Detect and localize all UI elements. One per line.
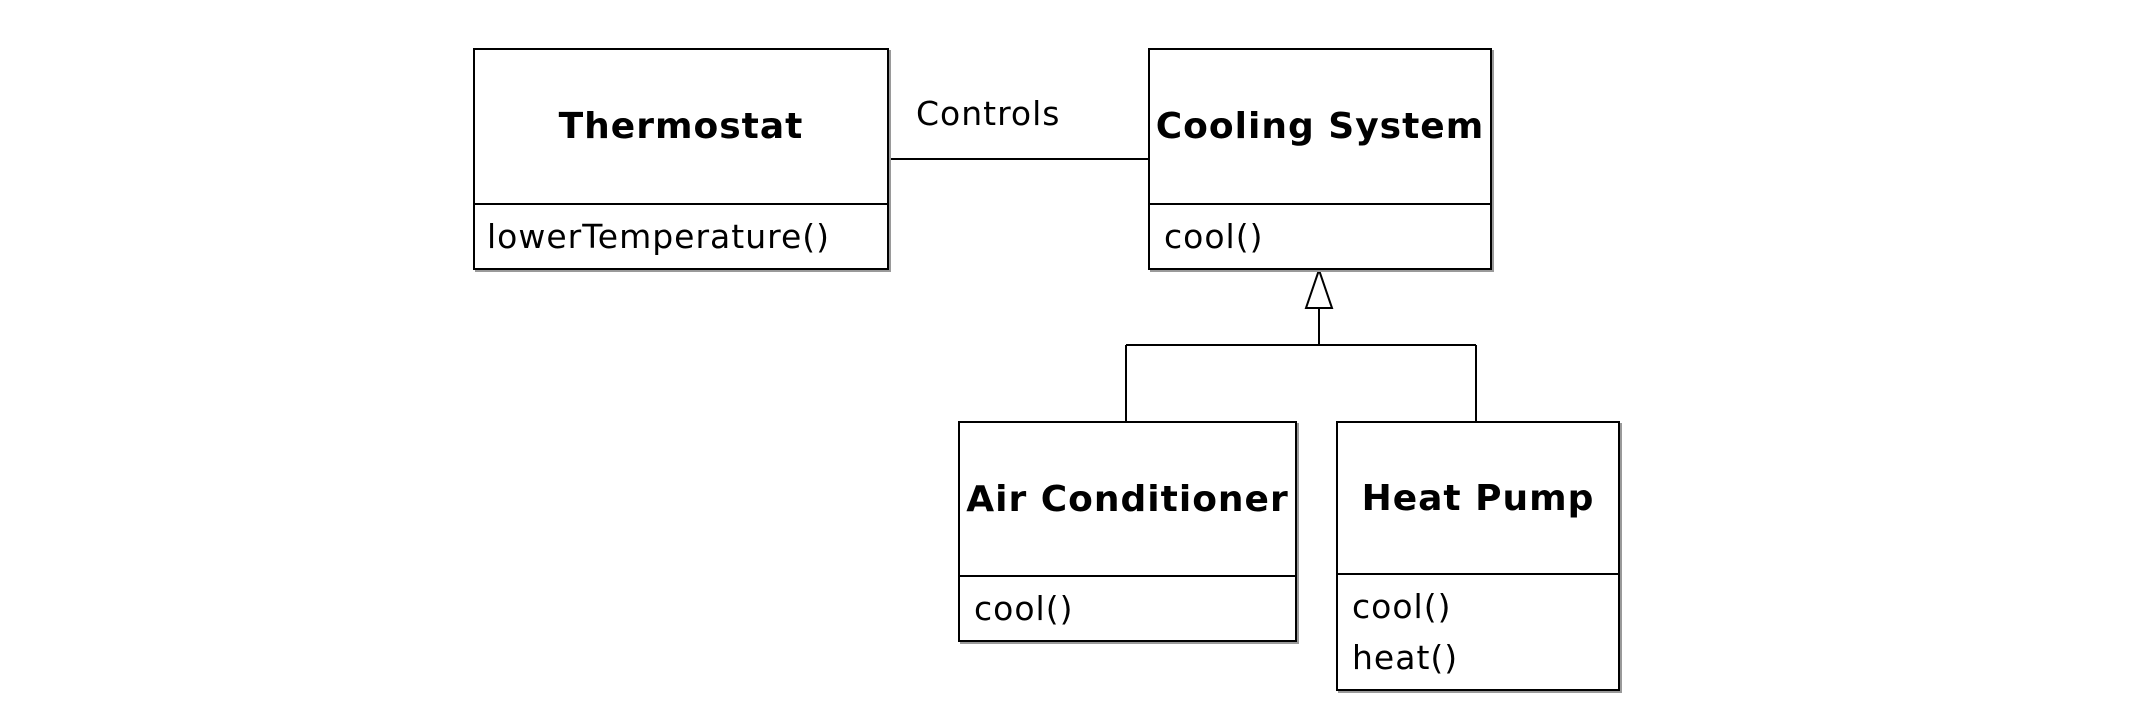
class-name: Air Conditioner (960, 423, 1295, 577)
class-heat-pump[interactable]: Heat Pump cool() heat() (1336, 421, 1620, 691)
class-thermostat[interactable]: Thermostat lowerTemperature() (473, 48, 889, 270)
generalization-arrowhead (1304, 266, 1334, 309)
operations-compartment: cool() (960, 577, 1295, 640)
operations-compartment: cool() (1150, 205, 1490, 268)
class-cooling-system[interactable]: Cooling System cool() (1148, 48, 1492, 270)
association-label: Controls (916, 94, 1061, 133)
class-name: Thermostat (475, 50, 887, 205)
operations-compartment: lowerTemperature() (475, 205, 887, 268)
class-air-conditioner[interactable]: Air Conditioner cool() (958, 421, 1297, 642)
class-name: Cooling System (1150, 50, 1490, 205)
operation: cool() (974, 589, 1074, 628)
class-name: Heat Pump (1338, 423, 1618, 575)
operation: cool() (1164, 217, 1264, 256)
operation: lowerTemperature() (487, 217, 831, 256)
operation: heat() (1352, 638, 1459, 677)
operations-compartment: cool() heat() (1338, 575, 1618, 689)
operation: cool() (1352, 587, 1452, 626)
